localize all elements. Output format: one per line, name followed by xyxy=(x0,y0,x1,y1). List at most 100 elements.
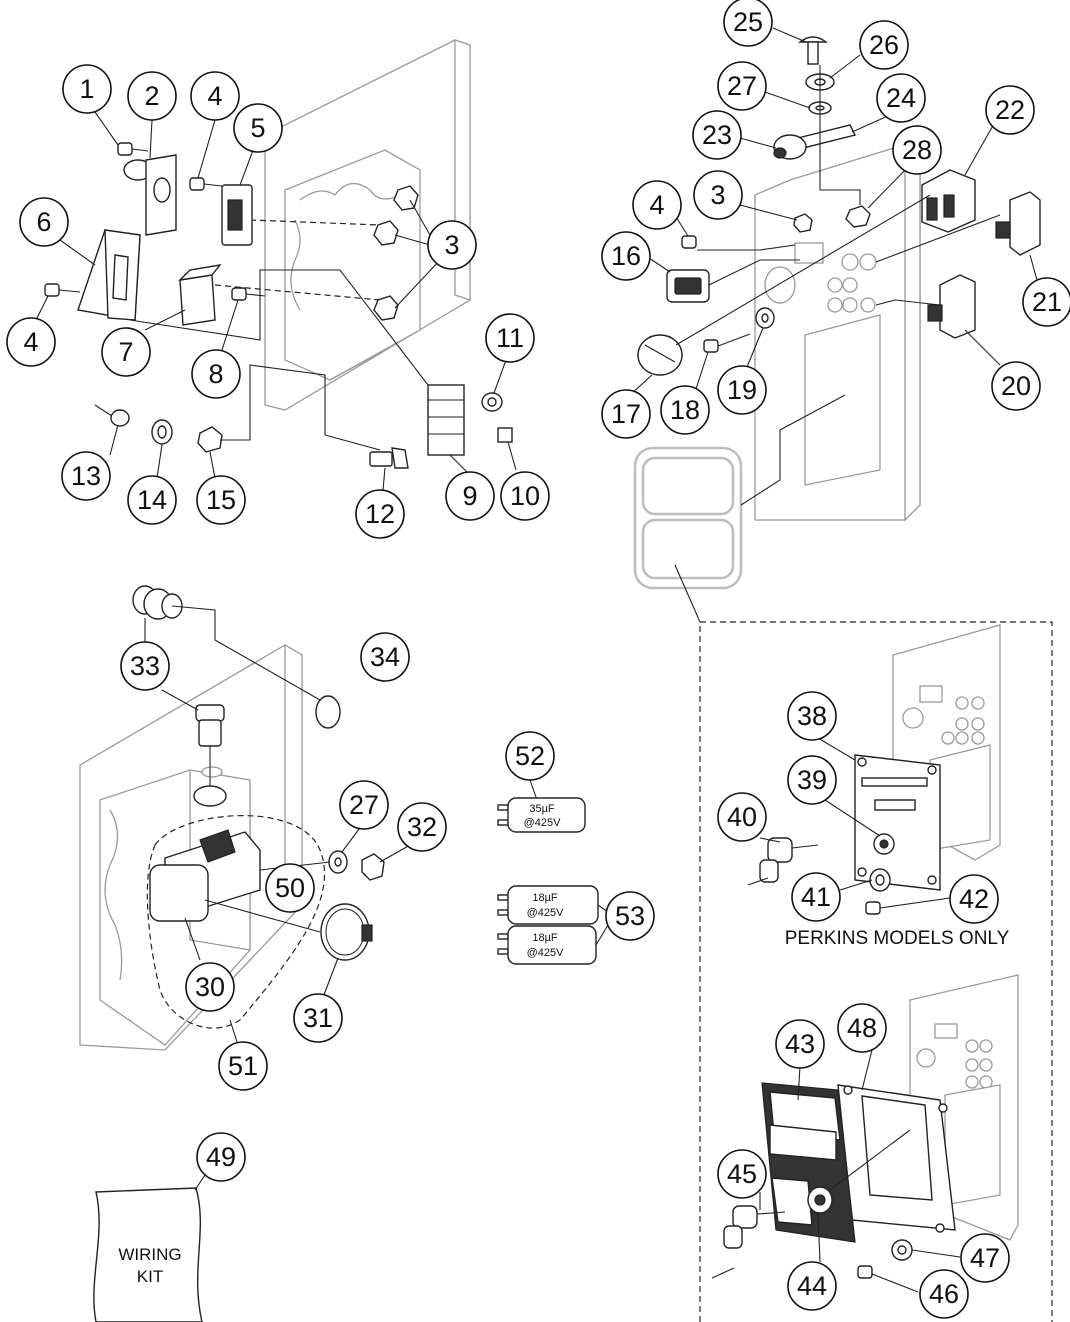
callout-9: 9 xyxy=(445,471,495,521)
cap-52-value: 35µF xyxy=(529,803,555,815)
svg-text:22: 22 xyxy=(995,95,1025,125)
svg-text:11: 11 xyxy=(496,323,524,353)
part-42-screw xyxy=(865,901,881,915)
part-20-breaker xyxy=(927,274,976,339)
cap-53a-rating: @425V xyxy=(527,907,565,919)
callout-38: 38 xyxy=(787,691,837,741)
svg-text:27: 27 xyxy=(727,71,757,101)
callout-27a: 27 xyxy=(717,61,767,111)
part-6-bezel xyxy=(77,229,141,321)
callout-45: 45 xyxy=(717,1149,767,1199)
svg-text:21: 21 xyxy=(1032,287,1062,317)
callout-43: 43 xyxy=(775,1019,825,1069)
part-8-screw xyxy=(231,287,266,301)
leaders-top-right xyxy=(629,27,1038,506)
svg-text:51: 51 xyxy=(228,1051,258,1081)
callout-2: 2 xyxy=(127,71,177,121)
callout-21: 21 xyxy=(1022,277,1070,327)
svg-text:34: 34 xyxy=(370,642,400,672)
perkins-note: PERKINS MODELS ONLY xyxy=(785,928,1010,949)
svg-text:46: 46 xyxy=(929,1279,959,1309)
callout-10: 10 xyxy=(500,471,550,521)
svg-text:7: 7 xyxy=(118,337,133,367)
svg-text:49: 49 xyxy=(206,1142,236,1172)
svg-text:13: 13 xyxy=(71,461,101,491)
part-21-breaker xyxy=(995,191,1041,256)
svg-text:24: 24 xyxy=(886,83,916,113)
svg-text:28: 28 xyxy=(902,135,932,165)
svg-text:18: 18 xyxy=(670,395,700,425)
callout-49: 49 xyxy=(196,1132,246,1182)
callout-4a: 4 xyxy=(190,71,240,121)
callout-53: 53 xyxy=(605,891,655,941)
part-13-stud xyxy=(94,404,130,427)
callout-20: 20 xyxy=(991,361,1041,411)
cap-52-rating: @425V xyxy=(524,817,562,829)
callout-47: 47 xyxy=(960,1233,1010,1283)
part-40-keys xyxy=(747,837,819,886)
svg-text:52: 52 xyxy=(515,741,545,771)
part-53-capacitor-b: 18µF @425V xyxy=(497,925,597,965)
part-16-indicator xyxy=(666,269,710,303)
part-10-jumper xyxy=(497,427,513,443)
svg-text:39: 39 xyxy=(797,765,827,795)
svg-text:2: 2 xyxy=(144,81,159,111)
callout-32: 32 xyxy=(397,802,447,852)
part-44-keyswitch xyxy=(807,1186,833,1214)
callout-11: 11 xyxy=(485,313,535,363)
callout-42: 42 xyxy=(949,874,999,924)
part-17-knob xyxy=(637,334,683,376)
part-33-grommet xyxy=(132,585,225,747)
part-38-cover-plate xyxy=(854,754,941,891)
svg-text:43: 43 xyxy=(785,1029,815,1059)
part-18-screw xyxy=(703,333,751,353)
part-46-screw xyxy=(857,1265,873,1279)
svg-text:19: 19 xyxy=(727,375,757,405)
callout-26: 26 xyxy=(859,20,909,70)
leaders-top-left xyxy=(35,111,517,491)
callout-33: 33 xyxy=(120,641,170,691)
control-panel-left xyxy=(214,39,471,411)
cap-53b-rating: @425V xyxy=(527,947,565,959)
callout-6: 6 xyxy=(19,197,69,247)
callout-16: 16 xyxy=(601,231,651,281)
callout-12: 12 xyxy=(355,489,405,539)
part-31-clamp xyxy=(320,903,373,961)
leaders-middle-left xyxy=(144,605,411,1046)
part-12-bolt xyxy=(369,447,409,469)
callout-27b: 27 xyxy=(339,780,389,830)
svg-text:1: 1 xyxy=(79,74,94,104)
callout-4b: 4 xyxy=(6,317,56,367)
svg-text:5: 5 xyxy=(250,113,265,143)
callout-50: 50 xyxy=(265,863,315,913)
callout-39: 39 xyxy=(787,755,837,805)
svg-text:27: 27 xyxy=(349,790,379,820)
part-27-washer-mid xyxy=(328,850,348,874)
part-4-screw-upper xyxy=(189,177,223,191)
callout-48: 48 xyxy=(837,1003,887,1053)
callout-8: 8 xyxy=(191,349,241,399)
svg-text:3: 3 xyxy=(444,230,459,260)
leaders-detail-box xyxy=(759,737,961,1293)
callout-19: 19 xyxy=(717,365,767,415)
callout-28: 28 xyxy=(892,125,942,175)
callout-25: 25 xyxy=(723,0,773,47)
part-48-gasket xyxy=(837,1084,956,1233)
part-49-wiring-kit: WIRING KIT xyxy=(93,1174,206,1322)
svg-text:25: 25 xyxy=(733,7,763,37)
cap-53a-value: 18µF xyxy=(532,892,558,904)
callout-7: 7 xyxy=(101,327,151,377)
callout-3a: 3 xyxy=(427,220,477,270)
part-15-nut xyxy=(197,426,223,453)
part-5-switch xyxy=(221,184,253,246)
control-panel-right xyxy=(754,138,921,522)
svg-text:23: 23 xyxy=(702,120,732,150)
callout-34: 34 xyxy=(360,632,410,682)
svg-text:4: 4 xyxy=(23,327,38,357)
callout-18: 18 xyxy=(660,385,710,435)
svg-text:20: 20 xyxy=(1001,371,1031,401)
part-52-capacitor: 35µF @425V xyxy=(497,779,586,833)
svg-text:31: 31 xyxy=(303,1003,333,1033)
callout-5: 5 xyxy=(233,103,283,153)
